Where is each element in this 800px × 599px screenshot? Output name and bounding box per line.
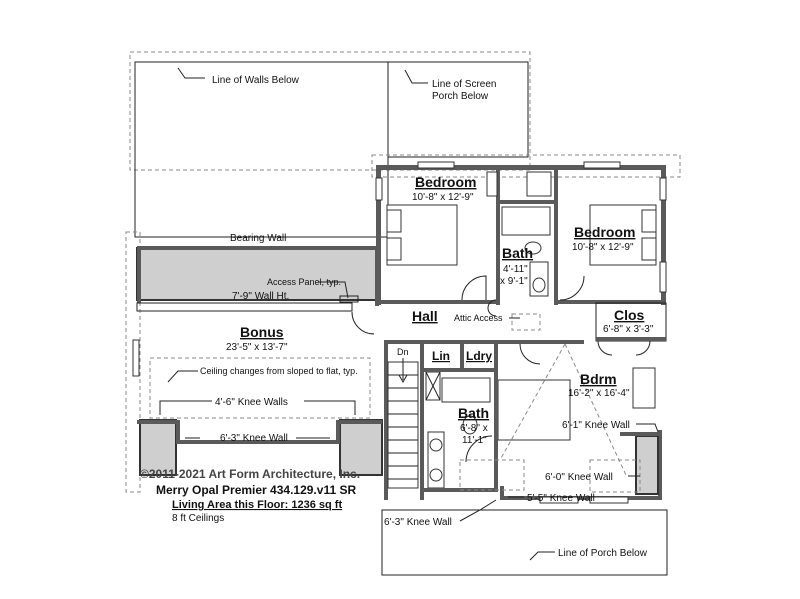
knee-wall-55-label: 5'-5" Knee Wall: [527, 493, 595, 504]
lower-walls: [384, 340, 662, 504]
stairs: [387, 358, 419, 489]
screen-porch-label-2: Porch Below: [432, 91, 489, 102]
clos-name: Clos: [614, 307, 645, 323]
bdrm-dims: 16'-2" x 16'-4": [568, 388, 630, 399]
bedroom2-dims: 10'-8" x 12'-9": [572, 242, 634, 253]
clos-dims: 6'-8" x 3'-3": [603, 324, 654, 335]
bath1-dims-2: x 9'-1": [500, 276, 528, 287]
beds: [386, 204, 657, 441]
access-panel-label: Access Panel, typ.: [267, 277, 341, 287]
bonus-knee-wall-label: 6'-3" Knee Wall: [220, 433, 288, 444]
wall-height-label: 7'-9" Wall Ht.: [232, 291, 289, 302]
knee-wall-61-label: 6'-1" Knee Wall: [562, 420, 630, 431]
porch-below-label: Line of Porch Below: [558, 548, 648, 559]
bonus-room-dims: 23'-5" x 13'-7": [226, 342, 288, 353]
bedroom1-name: Bedroom: [415, 174, 476, 190]
attic-access-label: Attic Access: [454, 313, 503, 323]
ceiling-change-label: Ceiling changes from sloped to flat, typ…: [200, 366, 358, 376]
knee-wall-63-bottom-label: 6'-3" Knee Wall: [384, 517, 452, 528]
bonus-room-name: Bonus: [240, 324, 284, 340]
bath2-dims-1: 6'-8" x: [460, 423, 488, 434]
linen-label: Lin: [432, 349, 450, 363]
knee-walls-label: 4'-6" Knee Walls: [215, 397, 288, 408]
bedroom2-name: Bedroom: [574, 224, 635, 240]
bearing-wall-label: Bearing Wall: [230, 233, 286, 244]
ceiling-height: 8 ft Ceilings: [172, 513, 224, 524]
reference-lines: [125, 51, 681, 576]
stairs-down-label: Dn: [397, 347, 409, 357]
walls-below-label: Line of Walls Below: [212, 75, 300, 86]
upper-walls: [375, 161, 667, 342]
screen-porch-label-1: Line of Screen: [432, 79, 497, 90]
knee-wall-60-label: 6'-0" Knee Wall: [545, 472, 613, 483]
fixtures: [425, 171, 656, 489]
living-area: Living Area this Floor: 1236 sq ft: [172, 499, 342, 511]
laundry-label: Ldry: [466, 349, 492, 363]
bdrm-name: Bdrm: [580, 371, 617, 387]
hall-label: Hall: [412, 308, 438, 324]
bedroom1-dims: 10'-8" x 12'-9": [412, 192, 474, 203]
bath2-dims-2: 11'-1": [462, 435, 487, 446]
leader-lines: [159, 67, 659, 561]
plan-name: Merry Opal Premier 434.129.v11 SR: [156, 483, 356, 497]
copyright-text: ©2011-2021 Art Form Architecture, Inc.: [140, 467, 360, 481]
bath1-name: Bath: [502, 245, 533, 261]
door-swings: [351, 275, 651, 463]
bath1-dims-1: 4'-11": [503, 264, 528, 275]
bath2-name: Bath: [458, 405, 489, 421]
